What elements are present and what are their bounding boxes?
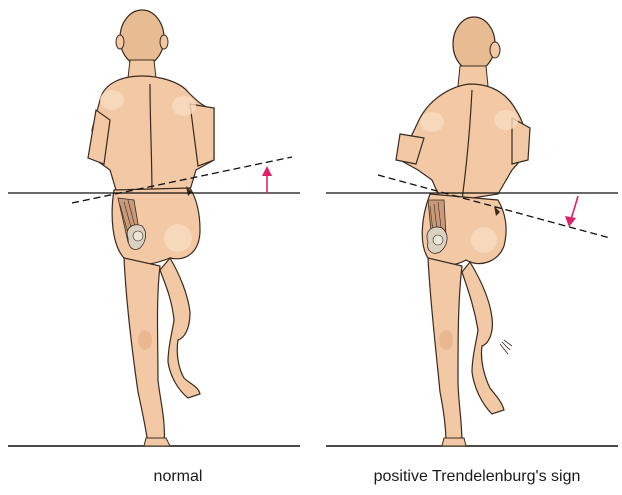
swing-leg-right <box>462 262 504 414</box>
caption-trendelenburg: positive Trendelenburg's sign <box>338 468 616 486</box>
stance-leg-left <box>124 258 164 444</box>
stance-leg-right <box>428 258 462 444</box>
caption-normal: normal <box>128 468 228 486</box>
trendelenburg-figure <box>326 17 618 446</box>
swing-leg-left <box>160 258 200 398</box>
arrow-down-icon <box>565 196 578 227</box>
head-right <box>453 17 495 71</box>
normal-figure <box>8 10 300 446</box>
arrow-up-icon <box>262 166 272 193</box>
head-left <box>120 10 164 66</box>
